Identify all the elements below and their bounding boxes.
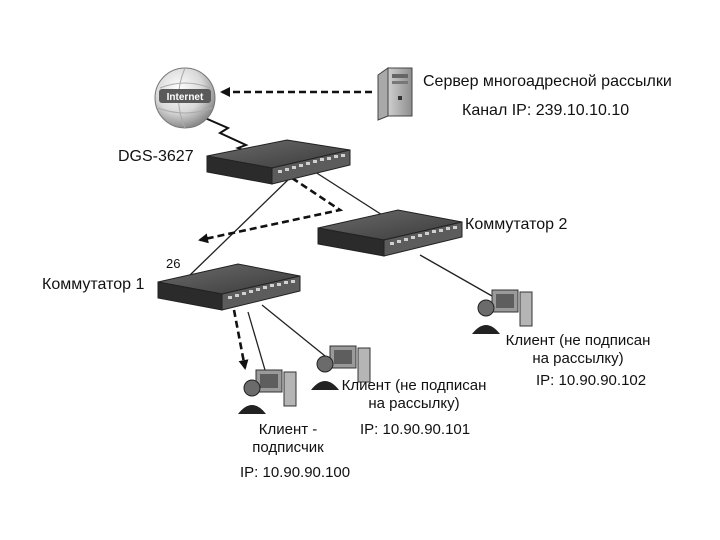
arrow-core-to-port26 [198,176,344,244]
switch1-icon [157,263,301,311]
client-subscriber-ip: IP: 10.90.90.100 [240,464,351,481]
client-102-icon [472,289,533,334]
client-101-icon [311,345,371,390]
core-switch-label: DGS-3627 [118,148,194,165]
server-title: Сервер многоадресной рассылки [423,73,672,90]
client-102-line2: на рассылку) [532,350,624,367]
server-channel-ip: Канал IP: 239.10.10.10 [462,102,630,119]
client-subscriber-line1: Клиент - [258,421,318,438]
client-101-line2: на рассылку) [368,395,460,412]
client-subscriber-icon [238,369,297,414]
client-101-caption: Клиент (не подписан на рассылку) [334,377,494,413]
client-subscriber-line2: подписчик [252,439,324,456]
core-switch-icon [206,139,351,185]
link-switch2-client102 [419,254,493,297]
switch1-label: Коммутатор 1 [42,276,145,293]
internet-label: Internet [167,92,204,103]
multicast-server-icon [377,67,413,121]
multicast-flow-arrows [198,87,372,370]
link-switch1-client100 [247,311,266,371]
client-101-line1: Клиент (не подписан [341,377,487,394]
client-102-line1: Клиент (не подписан [505,332,651,349]
connection-lines [189,169,493,371]
client-101-ip: IP: 10.90.90.101 [360,421,471,438]
switch2-icon [317,209,463,257]
link-switch1-client101 [261,304,331,361]
client-102-ip: IP: 10.90.90.102 [536,372,647,389]
switch2-label: Коммутатор 2 [465,216,568,233]
client-subscriber-caption: Клиент - подписчик [238,421,338,457]
port-26-label: 26 [166,256,181,271]
client-102-caption: Клиент (не подписан на рассылку) [503,332,653,368]
link-core-switch1 [189,175,293,276]
link-core-switch2 [311,169,391,221]
internet-globe-icon: Internet [154,67,216,129]
arrow-switch1-to-subscriber [232,309,249,370]
